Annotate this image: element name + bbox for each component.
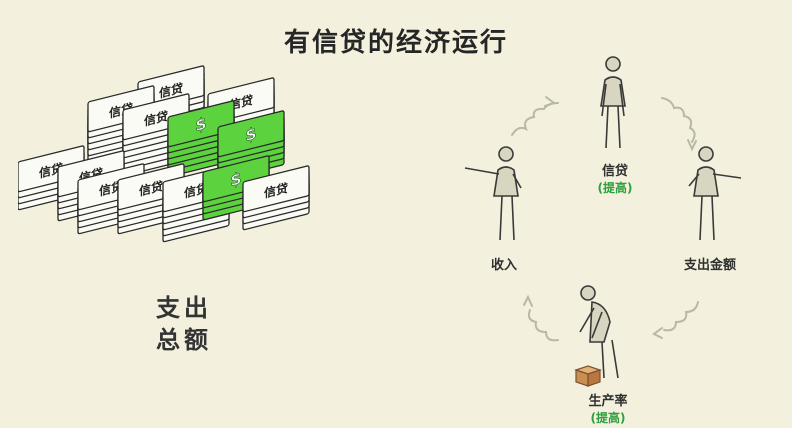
spending-text: 支出金额 <box>683 258 736 273</box>
spending-person-icon <box>688 146 742 241</box>
total-line-1: 支出 <box>156 294 212 322</box>
arrow-credit-to-spending <box>661 97 696 143</box>
credit-person-icon <box>600 56 626 149</box>
arrow-head-3 <box>652 327 663 339</box>
credit-note-text: 信贷 <box>39 160 63 181</box>
dollar-bill <box>217 110 285 158</box>
arrow-spending-to-productivity <box>663 301 699 332</box>
spending-label: 支出金额 <box>670 254 750 273</box>
credit-text: 信贷 <box>601 164 628 179</box>
credit-note <box>122 93 190 141</box>
credit-status: (提高) <box>597 181 633 195</box>
income-text: 收入 <box>490 258 517 273</box>
income-label: 收入 <box>474 254 534 273</box>
arrow-productivity-to-income <box>527 309 559 342</box>
credit-note-text: 信贷 <box>144 108 168 129</box>
credit-note <box>242 165 310 213</box>
credit-note-text: 信贷 <box>99 178 123 199</box>
income-person-icon <box>464 146 522 241</box>
arrow-income-to-credit <box>511 102 559 136</box>
arrow-head-2 <box>687 139 697 152</box>
dollar-sign-text: $ <box>245 124 256 145</box>
box-icon <box>574 365 602 387</box>
dollar-bill <box>202 155 270 203</box>
credit-note-text: 信贷 <box>139 178 163 199</box>
credit-note-text: 信贷 <box>159 80 183 101</box>
productivity-person-icon <box>579 285 619 379</box>
page-title: 有信贷的经济运行 <box>283 28 508 58</box>
credit-note-text: 信贷 <box>229 92 253 113</box>
arrow-head-4 <box>523 294 533 307</box>
arrow-head-1 <box>544 96 557 107</box>
dollar-bill <box>167 100 235 148</box>
productivity-status: (提高) <box>590 411 626 425</box>
total-spending-label: 支出 总额 <box>156 292 212 356</box>
productivity-label: 生产率 (提高) <box>578 390 638 426</box>
total-line-2: 总额 <box>156 326 212 354</box>
dollar-sign-text: $ <box>230 169 241 190</box>
credit-note <box>87 85 155 133</box>
dollar-sign-text: $ <box>195 114 206 135</box>
credit-label: 信贷 (提高) <box>585 160 645 196</box>
credit-note-text: 信贷 <box>184 180 208 201</box>
productivity-text: 生产率 <box>588 394 628 409</box>
credit-money-stacks-illustration: 信贷信贷信贷信贷$$信贷信贷信贷信贷信贷$信贷 <box>18 65 310 243</box>
economic-cycle-diagram <box>464 56 742 387</box>
credit-note-text: 信贷 <box>264 180 288 201</box>
